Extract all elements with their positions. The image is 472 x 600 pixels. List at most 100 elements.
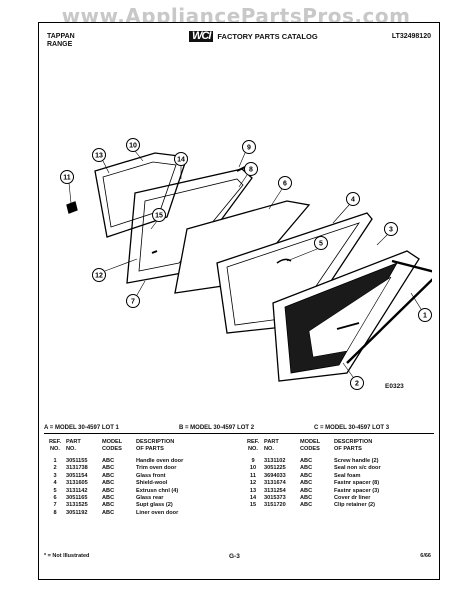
description: Clip retainer (2) [334, 502, 376, 509]
svg-text:8: 8 [249, 167, 253, 174]
description: Supt glass (2) [136, 502, 173, 509]
part-no: 3051225 [264, 465, 286, 472]
callout-8: 8 [244, 162, 258, 176]
callout-5: 5 [314, 236, 328, 250]
description: Glass front [136, 472, 166, 479]
description: Extrusn chnl (4) [136, 487, 179, 494]
svg-text:11: 11 [63, 175, 71, 182]
description: Fastnr spacer (3) [334, 487, 380, 494]
model-number: LT32498120 [391, 33, 431, 40]
svg-text:6: 6 [283, 181, 287, 188]
description: Handle oven door [136, 458, 184, 464]
callout-14: 14 [174, 152, 188, 166]
ref-no: 2 [53, 465, 57, 472]
model-codes: ABC [102, 495, 115, 502]
ref-no: 9 [251, 458, 255, 464]
part-no: 3131102 [264, 458, 286, 464]
ref-no: 13 [249, 487, 257, 494]
lot-b-label: B = MODEL 30-4597 LOT 2 [179, 425, 255, 431]
ref-no: 5 [53, 487, 57, 494]
table-row: 5 3131142 ABC Extrusn chnl (4) [44, 488, 234, 495]
model-codes: ABC [300, 465, 313, 472]
description: Glass rear [136, 495, 164, 502]
parts-catalog-page: TAPPAN RANGE WCI FACTORY PARTS CATALOG L… [38, 22, 440, 580]
model-codes: ABC [102, 465, 115, 472]
svg-text:4: 4 [351, 197, 355, 204]
model-codes: ABC [300, 458, 313, 464]
ref-no: 15 [249, 502, 257, 509]
model-codes: ABC [300, 502, 313, 509]
svg-text:12: 12 [95, 273, 103, 280]
svg-text:5: 5 [319, 241, 323, 248]
footnote: * = Not Illustrated [44, 553, 90, 559]
svg-text:13: 13 [95, 153, 103, 160]
brand-line-1: TAPPAN [47, 33, 75, 40]
svg-text:15: 15 [155, 213, 163, 220]
lot-c-label: C = MODEL 30-4597 LOT 3 [314, 425, 390, 431]
svg-text:3: 3 [389, 227, 393, 234]
page-number: G-3 [229, 553, 240, 560]
callout-10: 10 [126, 138, 140, 152]
ref-no: 12 [249, 480, 257, 487]
ref-no: 1 [53, 458, 57, 464]
part-no: 3051155 [66, 458, 88, 464]
part-no: 3131674 [264, 480, 286, 487]
wci-logo: WCI [189, 31, 214, 42]
part-no: 3131254 [264, 487, 286, 494]
model-codes: ABC [102, 487, 115, 494]
ref-no: 3 [53, 472, 57, 479]
description: Liner oven door [136, 509, 179, 516]
model-codes: ABC [102, 472, 115, 479]
seal-foam-part [66, 201, 78, 214]
ref-no: 10 [249, 465, 257, 472]
lot-a-label: A = MODEL 30-4597 LOT 1 [44, 425, 119, 431]
description: Seal non s/c door [334, 465, 381, 472]
catalog-title: WCI FACTORY PARTS CATALOG [189, 31, 318, 42]
shield-frame-part [216, 212, 373, 334]
svg-text:1: 1 [423, 313, 427, 320]
table-row: 10 3051225 ABC Seal non s/c door [242, 465, 432, 472]
svg-text:14: 14 [177, 157, 185, 164]
part-no: 3131605 [66, 480, 88, 487]
screw-part [236, 166, 246, 172]
callout-6: 6 [278, 176, 292, 190]
part-no: 3015373 [264, 495, 286, 502]
description: Screw handle (2) [334, 458, 379, 464]
description: Seal foam [334, 472, 361, 479]
description: Trim oven door [136, 465, 177, 472]
part-no: 3051192 [66, 509, 88, 516]
svg-text:2: 2 [355, 381, 359, 388]
brand-label: TAPPAN RANGE [47, 33, 75, 49]
svg-text:7: 7 [131, 299, 135, 306]
model-codes: ABC [300, 495, 313, 502]
door-seal-part [94, 152, 188, 238]
model-codes: ABC [102, 509, 115, 516]
callout-4: 4 [346, 192, 360, 206]
callout-11: 11 [60, 170, 74, 184]
description: Fastnr spacer (8) [334, 480, 380, 487]
part-no: 3051165 [66, 495, 88, 502]
callout-13: 13 [92, 148, 106, 162]
table-row: 13 3131254 ABC Fastnr spacer (3) [242, 488, 432, 495]
part-no: 3131525 [66, 502, 88, 509]
part-no: 3131142 [66, 487, 88, 494]
table-row: 9 3131102 ABC Screw handle (2) [242, 458, 432, 465]
model-codes: ABC [300, 487, 313, 494]
ref-no: 6 [53, 495, 57, 502]
ref-no: 11 [250, 472, 256, 479]
model-codes: ABC [102, 480, 115, 487]
callout-7: 7 [126, 294, 140, 308]
brand-line-2: RANGE [47, 41, 73, 48]
